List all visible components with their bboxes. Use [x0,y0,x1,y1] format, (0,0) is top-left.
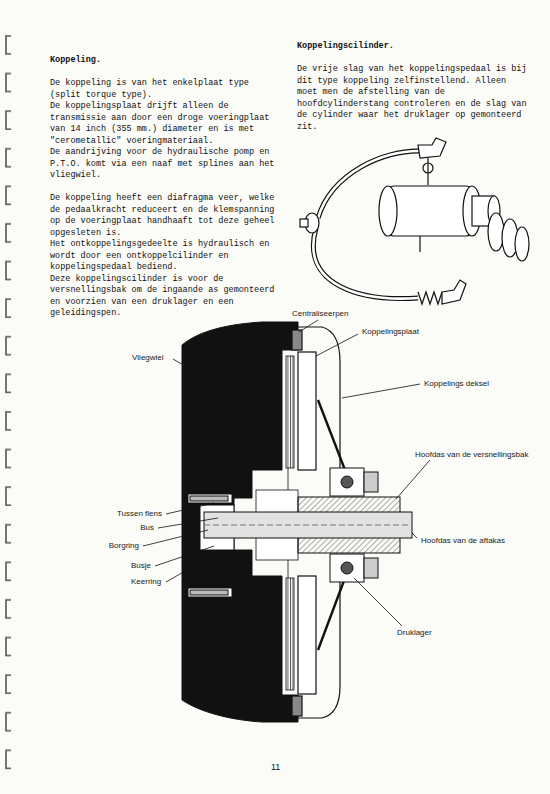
leader-lines [166,550,222,582]
leader-lines [158,518,218,528]
leader-lines [143,320,430,626]
pressure-plate-and-cover [318,578,345,650]
part-label-text: Koppelingsplaat [361,327,420,336]
leader-lines [316,334,358,356]
part-label-text: Centraliseerpen [291,309,349,318]
clutch-cylinder [300,219,308,227]
clutch-cylinder [442,280,466,304]
part-label: Borgring [108,541,140,550]
leader-lines [173,359,212,382]
page-number: 11 [271,762,280,772]
body-paragraph: De vrije slag van het koppelingspedaal i… [297,64,531,133]
pressure-plate-and-cover [298,352,316,470]
clutch-plate [286,356,294,468]
part-label: Busje [130,561,152,570]
part-label: Tussen flens [116,509,163,518]
part-label-text: Hoofdas van de aftakas [420,536,506,545]
part-label: Bus [139,523,155,532]
flywheel [190,590,228,595]
leader-lines [342,384,420,398]
body-paragraph: Deze koppelingscilinder is voor de versn… [50,274,276,320]
clutch-cylinder [313,228,418,299]
section-heading: Koppelingscilinder. [297,41,531,53]
binder-rings [0,30,18,770]
release-bearing [330,468,364,496]
clutch-cylinder [313,228,418,299]
leader-lines [412,533,417,538]
text-column: Koppeling. De koppeling is van het enkelp… [50,55,276,320]
leader-lines [396,460,430,499]
part-label-text: Vliegwiel [131,353,165,362]
part-label: Vliegwiel [131,353,165,362]
part-label: Keerring [130,577,162,586]
part-label-text: Keerring [130,577,162,586]
flywheel [188,494,232,503]
pto-shaft [204,525,412,526]
part-label-text: Borgring [108,541,140,550]
part-label: Druklager [396,628,433,637]
release-bearing [341,476,353,488]
clutch-cylinder [515,227,529,261]
part-label-text: Hoofdas van de versnellingsbak [414,450,529,459]
part-label: Centraliseerpen [291,309,349,318]
clutch-cylinder [488,213,504,251]
pressure-plate-and-cover [292,696,302,716]
pressure-plate-and-cover [318,400,345,470]
leader-lines [143,530,208,546]
body-paragraph: De koppeling heeft een diafragma veer, w… [50,193,276,239]
body-paragraph: Het ontkoppelingsgedeelte is hydraulisch… [50,239,276,274]
pressure-plate-and-cover [298,327,340,470]
leader-lines [155,546,214,566]
part-label: Koppelings deksel [423,379,490,388]
body-paragraph: De koppeling is van het enkelplaat type … [50,78,276,101]
part-label-text: Bus [139,523,155,532]
clutch-cylinder [418,138,446,158]
release-bearing [330,468,378,582]
flywheel [190,496,228,501]
part-label-text: Druklager [396,628,433,637]
pressure-plate-and-cover [292,330,302,350]
leader-lines [354,578,402,626]
clutch-cylinder [418,292,442,304]
leader-lines [166,503,214,514]
part-label-text: Koppelings deksel [423,379,490,388]
clutch-cylinder [379,186,397,236]
body-paragraph: De aandrijving voor de hydraulische pomp… [50,147,276,182]
release-bearing [364,472,378,492]
clutch-cylinder [300,138,529,304]
pto-shaft [204,512,412,538]
release-bearing [341,562,353,574]
clutch-cylinder [388,186,472,236]
release-bearing [364,558,378,578]
part-label: Hoofdas van de aftakas [420,536,506,545]
clutch-plate [288,468,289,490]
release-bearing [330,554,364,582]
part-label-text: Busje [130,561,152,570]
part-label: Hoofdas van de versnellingsbak [414,450,529,459]
pressure-plate-and-cover [298,576,316,694]
part-label: Koppelingsplaat [361,327,420,336]
body-paragraph: De koppelingsplaat drijft alleen de tran… [50,101,276,147]
text-column: Koppelingscilinder. De vrije slag van het… [297,41,531,133]
clutch-plate [286,578,294,690]
section-heading: Koppeling. [50,55,276,67]
pto-shaft [204,512,412,538]
clutch-plate [288,560,289,578]
flywheel [188,588,232,597]
part-label-text: Tussen flens [116,509,163,518]
clutch-cylinder [427,158,428,185]
leader-lines [299,320,318,332]
binder-rings [0,30,18,770]
clutch-cylinder [419,236,420,252]
